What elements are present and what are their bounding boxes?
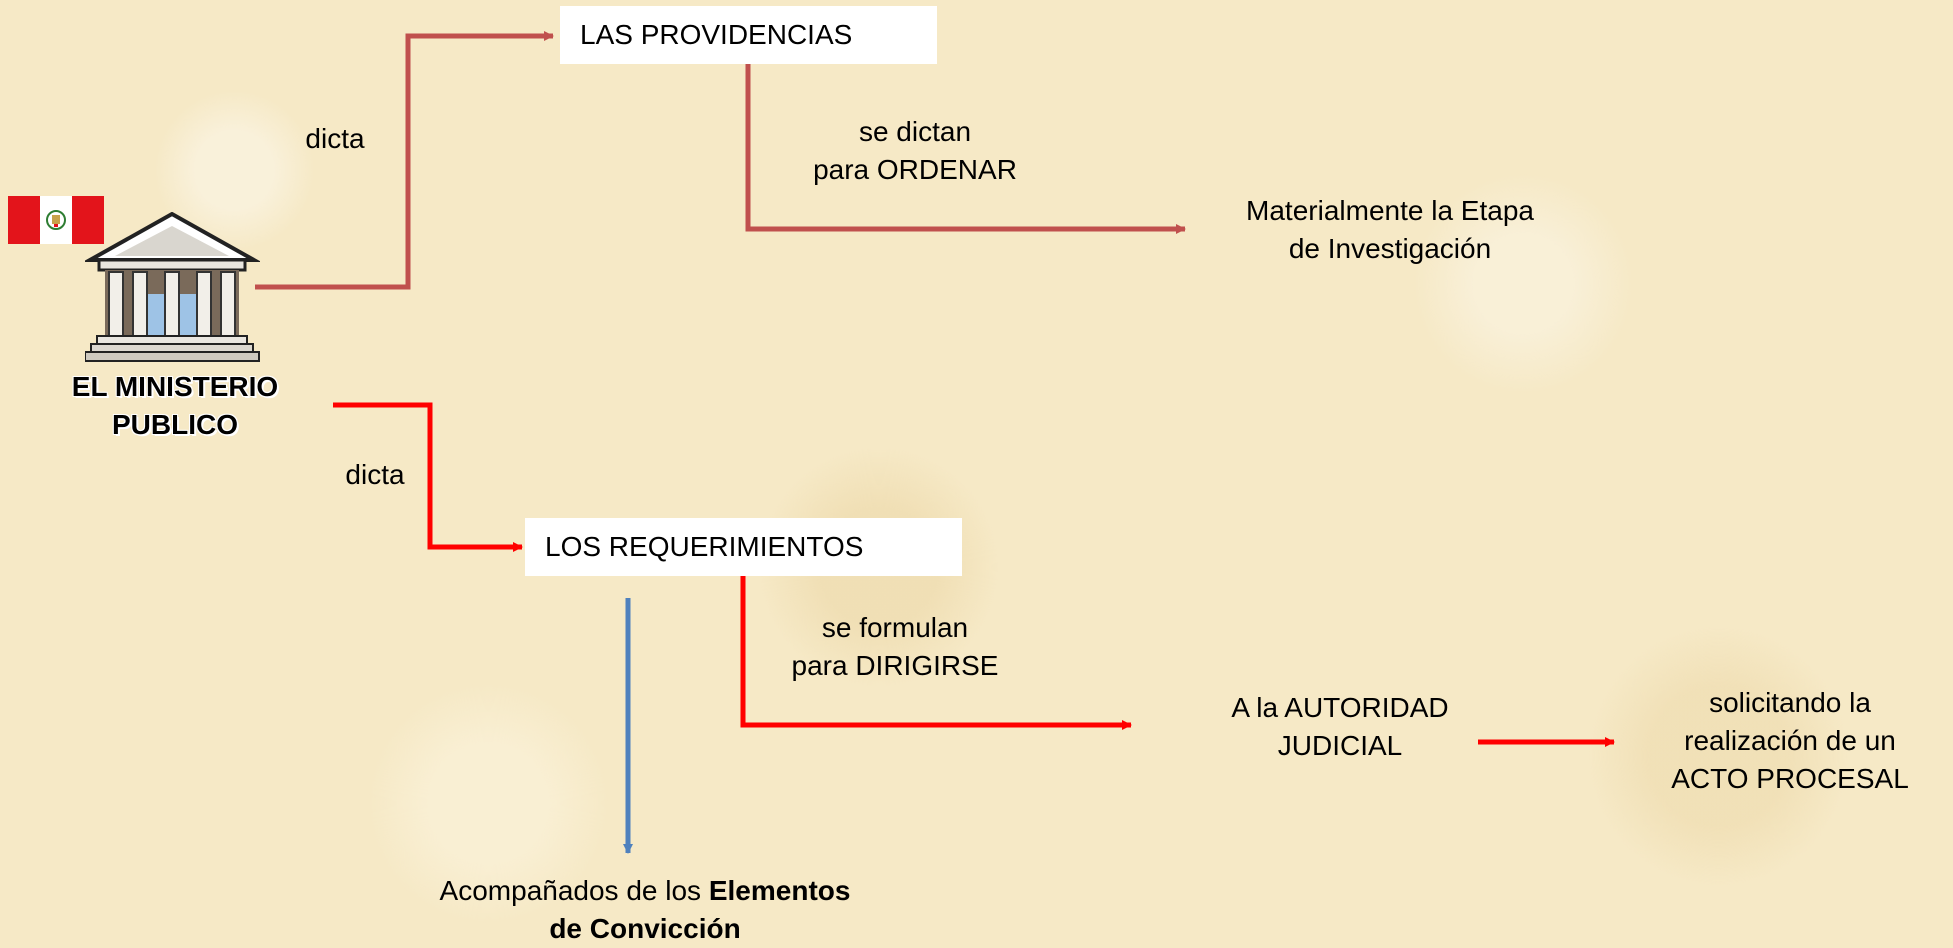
etapa-investigacion-text: Materialmente la Etapa de Investigación xyxy=(1200,192,1580,268)
courthouse-icon xyxy=(85,212,260,362)
elementos-bold2: de Convicción xyxy=(549,913,741,944)
etapa-line2: de Investigación xyxy=(1288,233,1492,264)
requerimientos-box: LOS REQUERIMIENTOS xyxy=(525,518,962,576)
acto-procesal-text: solicitando la realización de un ACTO PR… xyxy=(1640,684,1940,798)
arrow-requerimientos-to-autoridad xyxy=(740,576,1132,730)
providencias-purpose-line1: se dictan xyxy=(858,116,972,147)
arrow-ministerio-to-requerimientos xyxy=(333,402,523,552)
providencias-purpose: se dictan para ORDENAR xyxy=(770,113,1060,189)
requerimientos-purpose-line1: se formulan xyxy=(821,612,969,643)
elementos-bold1: Elementos xyxy=(708,875,851,906)
autoridad-line2: JUDICIAL xyxy=(1277,730,1403,761)
elementos-conviccion-text: Acompañados de los Elementos de Convicci… xyxy=(400,872,890,948)
elementos-prefix: Acompañados de los xyxy=(439,875,702,906)
autoridad-judicial-text: A la AUTORIDAD JUDICIAL xyxy=(1180,689,1500,765)
arrow-providencias-to-etapa xyxy=(745,64,1186,234)
arrow-ministerio-to-providencias xyxy=(255,31,554,290)
etapa-line1: Materialmente la Etapa xyxy=(1246,195,1534,226)
peru-flag-icon xyxy=(8,196,104,244)
ministerio-line2: PUBLICO xyxy=(112,409,238,440)
providencias-box: LAS PROVIDENCIAS xyxy=(560,6,937,64)
ministerio-label: EL MINISTERIO PUBLICO xyxy=(60,368,290,444)
elementos-line1: Acompañados de los Elementos xyxy=(400,872,890,910)
ministerio-line1: EL MINISTERIO xyxy=(71,371,279,402)
requerimientos-purpose-line2: para DIRIGIRSE xyxy=(791,650,999,681)
requerimientos-purpose: se formulan para DIRIGIRSE xyxy=(750,609,1040,685)
acto-line1: solicitando la xyxy=(1709,687,1871,718)
providencias-purpose-line2: para ORDENAR xyxy=(813,154,1017,185)
edge-label-dicta-requerimientos: dicta xyxy=(345,459,405,490)
edge-label-dicta-providencias: dicta xyxy=(305,123,365,154)
acto-line3: ACTO PROCESAL xyxy=(1671,763,1909,794)
autoridad-line1: A la AUTORIDAD xyxy=(1231,692,1449,723)
acto-line2: realización de un xyxy=(1684,725,1896,756)
